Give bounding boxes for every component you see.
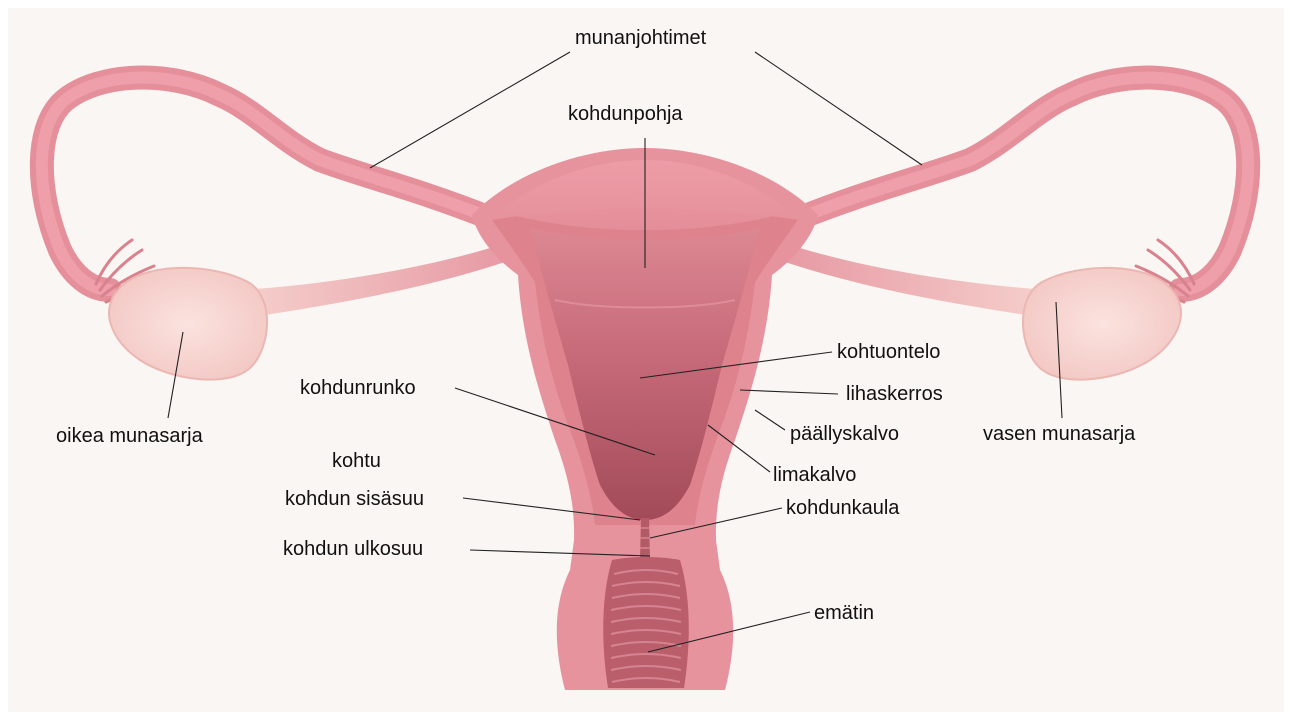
- label-uterine-cavity: kohtuontelo: [837, 341, 940, 363]
- label-fundus: kohdunpohja: [568, 103, 683, 125]
- label-right-ovary: oikea munasarja: [56, 425, 204, 447]
- label-uterine-body: kohdunrunko: [300, 377, 416, 399]
- label-cervix: kohdunkaula: [786, 497, 900, 519]
- label-uterus: kohtu: [332, 450, 381, 472]
- label-external-os: kohdun ulkosuu: [283, 538, 423, 560]
- label-perimetrium: päällyskalvo: [790, 423, 899, 445]
- label-endometrium: limakalvo: [773, 464, 856, 486]
- cervical-canal: [640, 518, 650, 560]
- label-left-ovary: vasen munasarja: [983, 423, 1136, 445]
- label-internal-os: kohdun sisäsuu: [285, 488, 424, 510]
- label-vagina: emätin: [814, 602, 874, 624]
- label-fallopian-tubes: munanjohtimet: [575, 27, 707, 49]
- label-myometrium: lihaskerros: [846, 383, 943, 405]
